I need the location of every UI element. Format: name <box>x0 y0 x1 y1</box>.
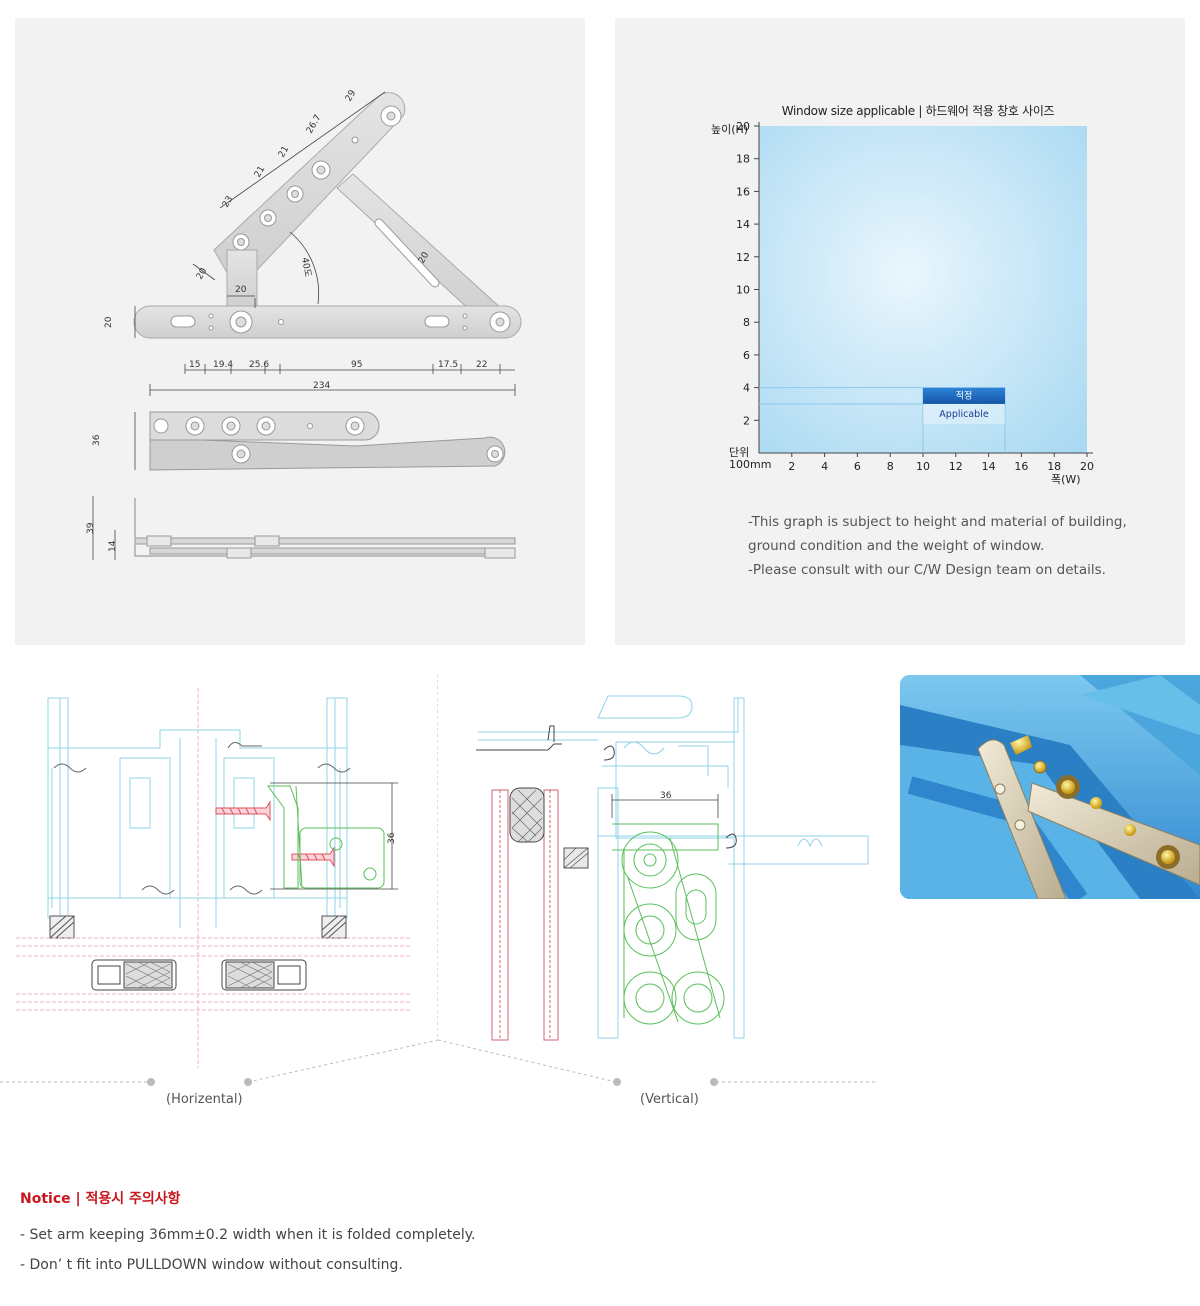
chart-note: -This graph is subject to height and mat… <box>748 510 1168 582</box>
x-tick-label: 12 <box>949 460 963 473</box>
dim-folded-width: 36 <box>92 434 102 446</box>
window-size-chart: 2 4 6 8 10 12 14 16 18 20 2 4 6 8 10 12 14 16 18 20 적정 Applic… <box>711 120 1094 486</box>
x-tick-label: 18 <box>1047 460 1061 473</box>
x-tick-label: 16 <box>1014 460 1028 473</box>
dim-95: 95 <box>351 360 362 370</box>
applicable-region-bar <box>923 387 1005 404</box>
dim-overall-length: 234 <box>313 381 330 391</box>
hinge-spec-drawing: 29 26.7 21 21 23 20 40도 20 20 20 15 19.4… <box>86 88 522 560</box>
y-tick-label: 12 <box>736 251 750 264</box>
y-tick-label: 18 <box>736 153 750 166</box>
caption-horizontal: (Horizental) <box>166 1092 243 1107</box>
x-tick-label: 4 <box>821 460 828 473</box>
hinge-top-arm <box>213 92 406 277</box>
horizontal-section-drawing: 36 <box>0 674 438 1086</box>
notice-section: Notice | 적용시 주의사항 - Set arm keeping 36mm… <box>20 1188 475 1280</box>
dim-side-total: 39 <box>86 522 96 534</box>
y-axis-label: 높이(H) <box>711 123 748 136</box>
region-label-ko: 적정 <box>956 390 973 402</box>
dim-22: 22 <box>476 360 487 370</box>
caption-vertical: (Vertical) <box>640 1092 699 1107</box>
spec-drawing-panel: 29 26.7 21 21 23 20 40도 20 20 20 15 19.4… <box>15 18 585 645</box>
vertical-section-drawing: 36 <box>438 695 876 1086</box>
hinge-support-link <box>336 173 504 325</box>
notice-item: - Don’ t fit into PULLDOWN window withou… <box>20 1257 403 1273</box>
dim-arm-width: 20 <box>195 266 210 281</box>
dim-21-b: 21 <box>253 165 267 180</box>
dim-21-a: 21 <box>277 145 291 160</box>
x-tick-label: 20 <box>1080 460 1094 473</box>
angle-label: 40도 <box>299 257 312 278</box>
dim-36-vertical: 36 <box>660 791 672 801</box>
x-tick-label: 10 <box>916 460 930 473</box>
dim-side-thickness: 14 <box>108 540 118 552</box>
region-label-en: Applicable <box>939 409 989 420</box>
hinge-side-view: 39 14 <box>86 496 516 560</box>
y-tick-label: 4 <box>743 382 750 395</box>
dim-36-horizontal: 36 <box>387 832 397 844</box>
x-tick-label: 14 <box>982 460 996 473</box>
y-tick-label: 8 <box>743 316 750 329</box>
y-tick-label: 6 <box>743 349 750 362</box>
size-chart-panel: Window size applicable | 하드웨어 적용 창호 사이즈 … <box>615 18 1185 645</box>
x-tick-label: 6 <box>854 460 861 473</box>
dim-25-6: 25.6 <box>249 360 269 370</box>
hinge-base-bar <box>133 305 522 339</box>
product-photo <box>900 675 1200 899</box>
y-tick-label: 10 <box>736 284 750 297</box>
dim-base-height: 20 <box>104 316 114 328</box>
dim-26-7: 26.7 <box>305 113 324 135</box>
y-tick-label: 20 <box>736 120 750 133</box>
note-line: -This graph is subject to height and mat… <box>748 514 1127 530</box>
notice-item: - Set arm keeping 36mm±0.2 width when it… <box>20 1227 476 1243</box>
chart-title: Window size applicable | 하드웨어 적용 창호 사이즈 <box>781 104 1055 118</box>
dim-29: 29 <box>344 88 359 103</box>
dim-15: 15 <box>189 360 200 370</box>
x-axis-label: 폭(W) <box>1051 473 1081 486</box>
x-tick-label: 8 <box>887 460 894 473</box>
unit-label: 단위 <box>729 446 749 459</box>
dim-17-5: 17.5 <box>438 360 458 370</box>
dim-arm-offset: 20 <box>235 285 247 295</box>
note-line: -Please consult with our C/W Design team… <box>748 562 1106 578</box>
dim-19-4: 19.4 <box>213 360 233 370</box>
notice-title: Notice | 적용시 주의사항 <box>20 1191 181 1207</box>
y-tick-label: 2 <box>743 414 750 427</box>
y-tick-label: 16 <box>736 185 750 198</box>
applicable-region-base <box>923 403 1005 424</box>
unit-value: 100mm <box>729 458 771 471</box>
dim-23: 23 <box>221 195 235 210</box>
product-illustration <box>900 675 1200 899</box>
y-tick-label: 14 <box>736 218 750 231</box>
hinge-folded-view: 36 <box>92 411 506 471</box>
note-line: ground condition and the weight of windo… <box>748 538 1045 554</box>
x-tick-label: 2 <box>788 460 795 473</box>
